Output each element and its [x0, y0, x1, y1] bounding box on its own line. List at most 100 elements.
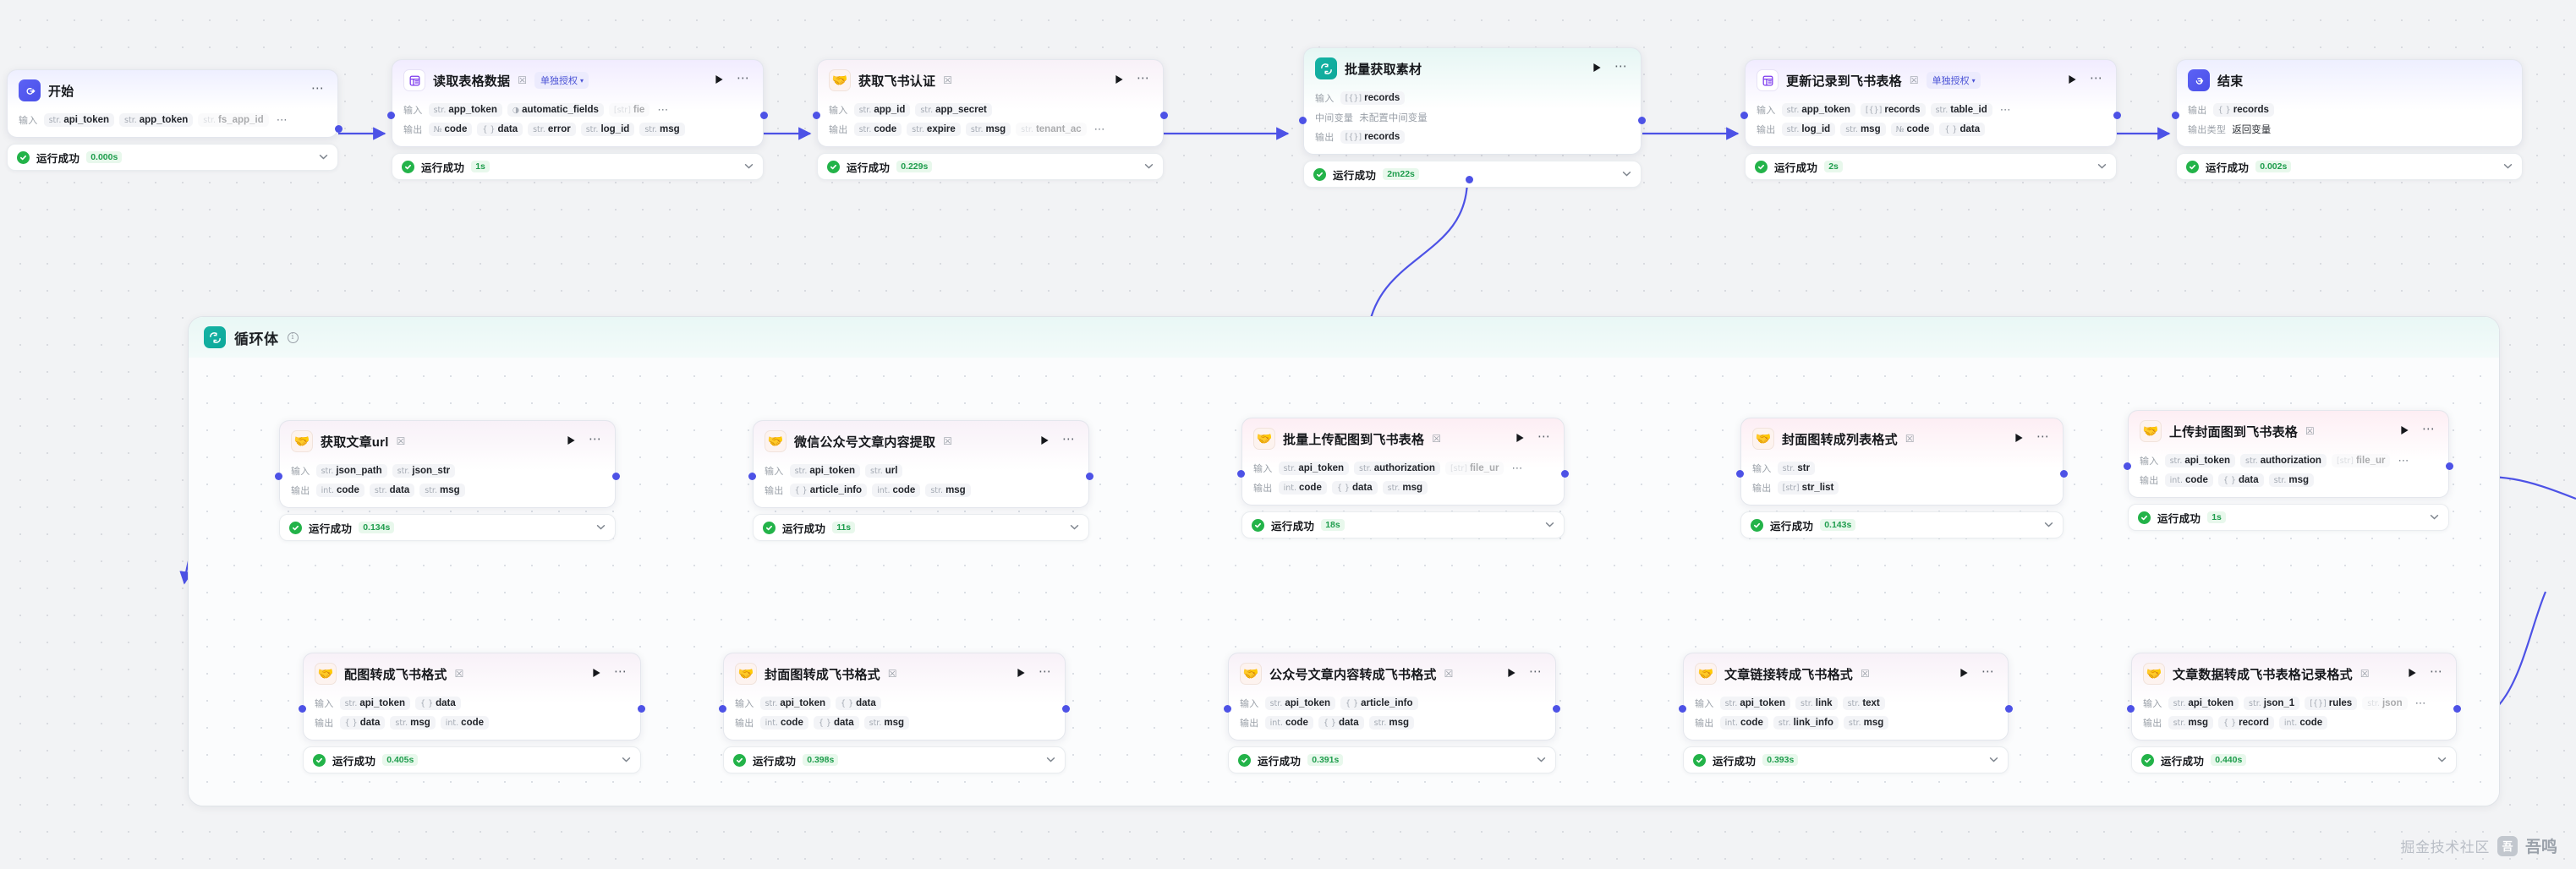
io-chip[interactable]: { }article_info	[1340, 696, 1418, 710]
io-chip[interactable]: [str]str_list	[1777, 480, 1839, 495]
input-port[interactable]	[1740, 112, 1748, 119]
input-port[interactable]	[387, 112, 395, 119]
output-port[interactable]	[2453, 705, 2461, 713]
io-chip[interactable]: { }data	[477, 122, 523, 136]
chevron-down-icon[interactable]	[1622, 169, 1631, 179]
output-port[interactable]	[1553, 705, 1560, 713]
io-chip[interactable]: str.fs_app_id	[198, 112, 269, 127]
more-icon[interactable]: ⋯	[2430, 664, 2443, 679]
io-chip[interactable]: str.msg	[2168, 715, 2213, 730]
chevron-down-icon[interactable]	[2044, 520, 2053, 530]
io-chip[interactable]: { }data	[836, 696, 881, 710]
io-overflow-icon[interactable]: ⋯	[657, 102, 670, 116]
output-port[interactable]	[2446, 462, 2453, 470]
io-chip[interactable]: str.table_id	[1930, 102, 1992, 117]
io-chip[interactable]: ◑automatic_fields	[507, 102, 604, 117]
input-port[interactable]	[1679, 705, 1686, 713]
run-icon[interactable]	[2012, 431, 2026, 447]
more-icon[interactable]: ⋯	[1529, 664, 1543, 679]
input-port[interactable]	[1237, 470, 1245, 478]
run-icon[interactable]	[1513, 431, 1527, 447]
io-chip[interactable]: str.authorization	[1354, 461, 1440, 475]
io-chip[interactable]: str.msg	[1843, 715, 1889, 730]
io-chip[interactable]: str.log_id	[580, 122, 635, 136]
more-icon[interactable]: ⋯	[1981, 664, 1995, 679]
output-port[interactable]	[612, 473, 620, 480]
io-overflow-icon[interactable]: ⋯	[2414, 696, 2427, 709]
chevron-down-icon[interactable]	[1070, 522, 1079, 533]
io-chip[interactable]: int.code	[1264, 715, 1313, 730]
io-chip[interactable]: str.msg	[419, 483, 465, 497]
io-chip[interactable]: str.json_path	[315, 463, 387, 478]
more-icon[interactable]: ⋯	[1537, 429, 1551, 444]
run-icon[interactable]	[2405, 666, 2420, 682]
io-chip[interactable]: str.data	[369, 483, 415, 497]
io-chip[interactable]: [{}]rules	[2305, 696, 2358, 710]
chevron-down-icon[interactable]	[2503, 161, 2513, 172]
io-chip[interactable]: str.api_token	[2168, 696, 2239, 710]
io-chip[interactable]: str.msg	[390, 715, 436, 730]
io-chip[interactable]: str.msg	[1368, 715, 1415, 730]
io-chip[interactable]: str.tenant_ac	[1016, 122, 1087, 136]
io-chip[interactable]: [str]file_ur	[2331, 453, 2391, 467]
io-chip[interactable]: { }records	[2212, 102, 2274, 117]
io-chip[interactable]: str.log_id	[1781, 122, 1836, 136]
run-icon[interactable]	[589, 666, 604, 682]
io-chip[interactable]: int.code	[1278, 480, 1327, 495]
output-port[interactable]	[1561, 470, 1569, 478]
chevron-down-icon[interactable]	[622, 755, 631, 765]
io-chip[interactable]: str.text	[1842, 696, 1885, 710]
input-port[interactable]	[299, 705, 306, 713]
io-chip[interactable]: str.link	[1795, 696, 1838, 710]
io-overflow-icon[interactable]: ⋯	[1511, 461, 1524, 474]
io-chip[interactable]: int.code	[872, 483, 921, 497]
chevron-down-icon[interactable]	[1989, 755, 1998, 765]
io-chip[interactable]: str.code	[853, 122, 902, 136]
run-icon[interactable]	[1014, 666, 1028, 682]
io-chip[interactable]: int.code	[2278, 715, 2328, 730]
io-overflow-icon[interactable]: ⋯	[1093, 122, 1106, 135]
more-icon[interactable]: ⋯	[1137, 70, 1150, 85]
io-chip[interactable]: str.link_info	[1773, 715, 1839, 730]
chevron-down-icon[interactable]	[596, 522, 606, 533]
io-chip[interactable]: str.msg	[639, 122, 685, 136]
run-icon[interactable]	[1504, 666, 1519, 682]
run-icon[interactable]	[1038, 434, 1052, 450]
more-icon[interactable]: ⋯	[2422, 421, 2436, 436]
output-port[interactable]	[335, 125, 343, 133]
output-port[interactable]	[760, 112, 768, 119]
io-chip[interactable]: [{}]records	[1340, 129, 1406, 144]
more-icon[interactable]: ⋯	[614, 664, 628, 679]
input-port[interactable]	[748, 473, 756, 480]
output-port[interactable]	[2005, 705, 2013, 713]
chevron-down-icon[interactable]	[2430, 512, 2439, 522]
io-chip[interactable]: str.api_token	[759, 696, 831, 710]
io-chip[interactable]: str.api_token	[43, 112, 115, 127]
io-chip[interactable]: str.api_token	[339, 696, 411, 710]
